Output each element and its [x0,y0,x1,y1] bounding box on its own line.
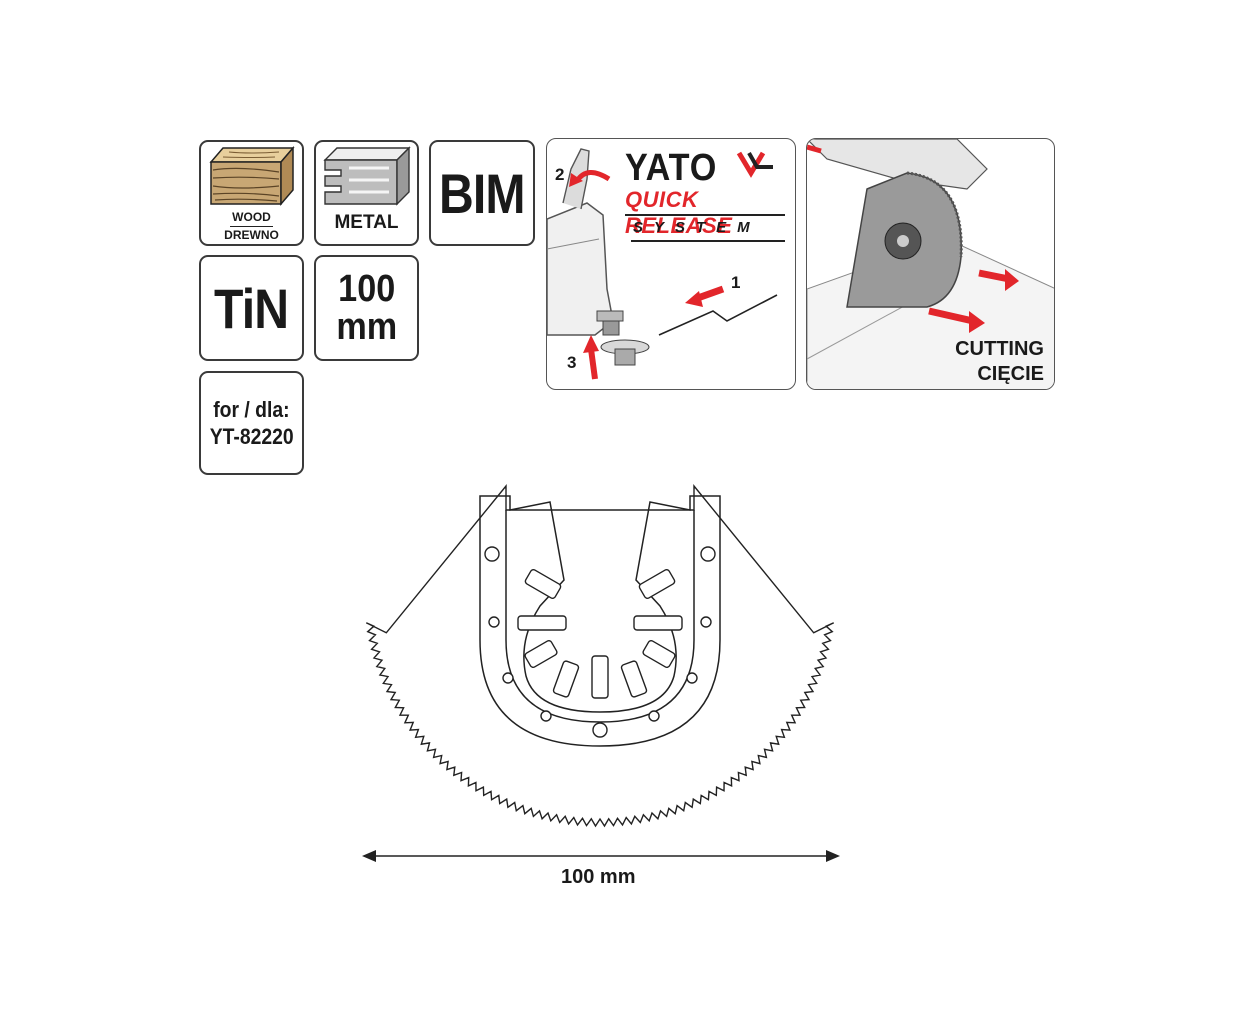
size-value: 100 [337,268,396,310]
cutting-label: CUTTING CIĘCIE [955,337,1044,387]
tin-label: TiN [214,276,289,340]
step-2-label: 2 [555,165,565,184]
wood-tile: WOOD DREWNO [199,140,304,246]
blade-holes [484,546,716,738]
bim-tile: BIM [429,140,535,246]
step-1-label: 1 [731,273,741,292]
blade-star-slots [517,568,683,699]
tin-tile: TiN [199,255,304,361]
dimension-line [362,850,840,862]
quick-release-panel: 2 1 3 YATO QUICK RELEASE SYSTEM [546,138,796,390]
dimension-label: 100 mm [561,866,636,888]
blade-mounting-plate [479,495,721,747]
model-number: YT-82220 [209,424,294,449]
metal-label: METAL [334,212,399,233]
wood-label-pl: DREWNO [224,228,279,242]
system-text: SYSTEM [633,219,761,236]
saw-blade-drawing [365,484,835,828]
for-label: for / dla: [213,396,290,422]
cutting-label-pl: CIĘCIE [977,363,1044,385]
dimension-arrow-left [362,850,376,862]
dimension-arrow-right [826,850,840,862]
compatibility-tile: for / dla: YT-82220 [199,371,304,475]
multitool-illustration [547,148,785,380]
cutting-illustration [807,139,1054,389]
wood-icon [208,146,295,207]
quick-release-text: QUICK RELEASE [625,187,733,238]
cutting-label-en: CUTTING [955,338,1044,360]
wood-label-en: WOOD [232,210,271,224]
bim-label: BIM [439,161,526,225]
size-tile: 100 mm [314,255,419,361]
cutting-panel: CUTTING CIĘCIE [806,138,1055,390]
metal-profile-icon [322,146,411,206]
size-unit: mm [336,306,397,348]
yato-brand: YATO [625,147,718,189]
step-3-label: 3 [567,353,577,372]
metal-tile: METAL [314,140,419,246]
